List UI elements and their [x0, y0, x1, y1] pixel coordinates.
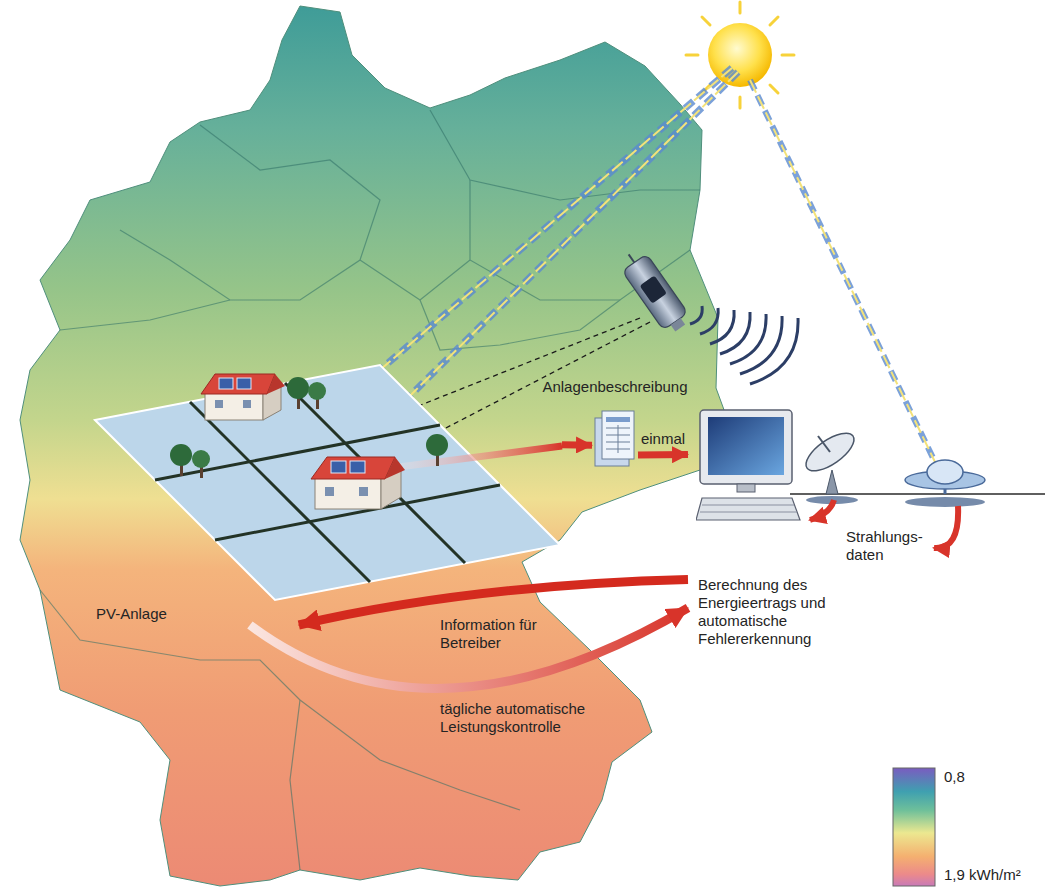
flow-arrow — [638, 451, 688, 459]
house — [201, 374, 285, 420]
node-body: Berechnung des Energieertrags und automa… — [688, 576, 838, 648]
flow-arrow — [250, 608, 688, 689]
flow-arrow — [562, 441, 592, 448]
germany-map — [20, 6, 738, 886]
document-icon: Anlagenbeschreibung — [592, 408, 638, 470]
scale-value: 0,8 — [944, 768, 984, 786]
edge-label: einmal — [640, 430, 686, 448]
computer-symbol — [696, 408, 806, 524]
state-borders — [40, 110, 700, 870]
color-scale-bar — [893, 768, 935, 886]
computer-box: Berechnung des Energieertrags und automa… — [688, 408, 838, 653]
document-symbol — [592, 408, 638, 470]
ground-stations — [790, 426, 1045, 507]
radio-waves — [690, 306, 798, 384]
edge-label: tägliche automatische Leistungskontrolle — [440, 700, 600, 736]
house — [311, 457, 405, 509]
node-label: Berechnung des Energieertrags und automa… — [698, 576, 838, 648]
trees — [170, 377, 448, 478]
pv-plant-area: PV-Anlage — [92, 360, 562, 625]
scale-value: 1,9 kWh/m² — [944, 866, 1049, 884]
satellite — [616, 246, 692, 337]
data-label: Strahlungs- daten — [846, 528, 930, 564]
node-heading: Anlagenbeschreibung — [542, 378, 687, 396]
pv-plane — [95, 365, 562, 600]
edge-label: Information für Betreiber — [440, 616, 555, 652]
